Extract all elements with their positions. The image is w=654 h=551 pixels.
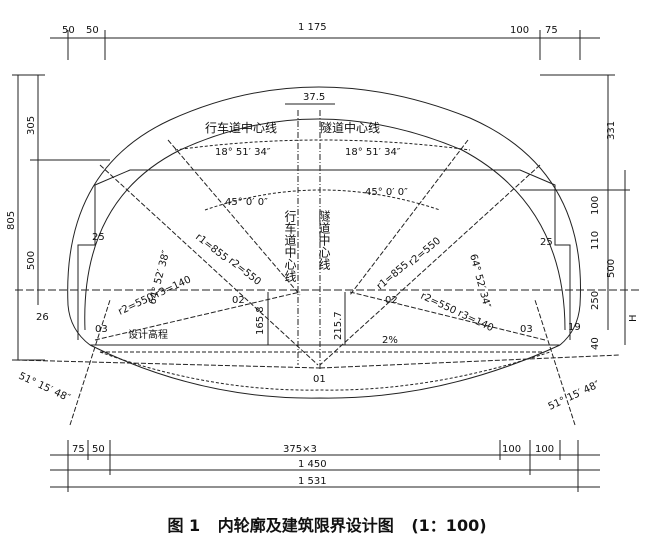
offset-37-5: 37.5 [303,92,325,103]
left-dim-305: 305 [26,116,37,135]
dim-165-8: 165.8 [255,306,266,335]
angle-bottom-right: 51° 15′ 48″ [547,379,602,413]
bottom-dim-100b: 100 [535,444,554,455]
o3-line-left [94,291,301,341]
figure-caption: 图 1 内轮廓及建筑限界设计图 (1：100) [0,512,654,536]
angle-mid-left: 45° 0′ 0″ [225,197,268,208]
bottom-diag-right [534,299,576,426]
d25-left: 25 [92,232,105,243]
slope-label: 2% [382,335,398,346]
right-dim-100: 100 [590,196,601,215]
angle-bottom-left: 51° 15′ 48″ [17,371,72,405]
invert-arc [89,344,561,399]
outer-arch [67,86,582,306]
clearance-limit [77,169,571,340]
angle-top-left: 18° 51′ 34″ [215,147,271,158]
right-wall [559,304,581,346]
o2-left: 02 [232,295,245,306]
bottom-dim-1450: 1 450 [298,459,327,470]
radius-line-left [99,164,319,366]
bottom-dim-1531: 1 531 [298,476,327,487]
bottom-dim-mid: 375×3 [283,444,317,455]
top-dim-right-a: 100 [510,25,529,36]
bottom-dim-100a: 100 [502,444,521,455]
r2-left: r2=550 [226,256,263,288]
left-dim-500: 500 [26,251,37,270]
top-dim-right-b: 75 [545,25,558,36]
top-dim-left-b: 50 [86,25,99,36]
design-elevation: 设计高程 [128,328,168,341]
angle-top-right: 18° 51′ 34″ [345,147,401,158]
angle-mid-right: 45° 0′ 0″ [365,187,408,198]
o3-right: 03 [520,324,533,335]
right-dim-331: 331 [606,121,617,140]
angle-arc-mid [204,189,441,211]
lane-center-label: 行车道中心线 [205,120,277,135]
dim-215-7: 215.7 [333,311,344,340]
o3-line-right [349,291,546,341]
angle-side-right: 64° 52′ 34″ [467,253,492,310]
figure-number: 图 1 [167,516,201,535]
bottom-ray-right [319,354,621,369]
right-dim-250: 250 [590,291,601,310]
o1: 01 [313,374,326,385]
figure-title: 内轮廓及建筑限界设计图 [217,516,394,535]
radius-line-right [319,164,541,366]
radius-line-right-2 [349,139,469,296]
bottom-ray-left [14,359,321,369]
tunnel-center-vertical: 隧道中心线 [317,209,331,270]
r1-left: r1=855 [193,232,230,264]
right-dim-110: 110 [590,231,601,250]
top-dim-left-a: 50 [62,25,75,36]
bottom-dim-75: 75 [72,444,85,455]
top-dim-total: 1 175 [298,22,327,33]
o2-right: 02 [385,295,398,306]
bottom-dim-50: 50 [92,444,105,455]
angle-arc-top [174,139,471,151]
invert-inner [99,351,551,391]
left-dim-26: 26 [36,312,49,323]
right-dim-40: 40 [590,337,601,350]
left-dim-805: 805 [6,211,17,230]
inner-arch [84,118,566,331]
figure-scale: (1：100) [411,516,487,535]
bottom-diag-left [69,299,111,426]
right-dim-19: 19 [568,322,581,333]
r2-right: r2=550 [407,235,443,268]
right-dim-500: 500 [606,259,617,278]
tunnel-center-label: 隧道中心线 [320,120,380,135]
left-wall [67,304,91,346]
radius-line-left-2 [167,139,301,296]
o3-left: 03 [95,324,108,335]
lane-center-vertical: 行车道中心线 [283,210,297,282]
d25-right: 25 [540,237,553,248]
r1-right: r1=855 [375,259,411,292]
right-dim-H: H [628,314,639,322]
